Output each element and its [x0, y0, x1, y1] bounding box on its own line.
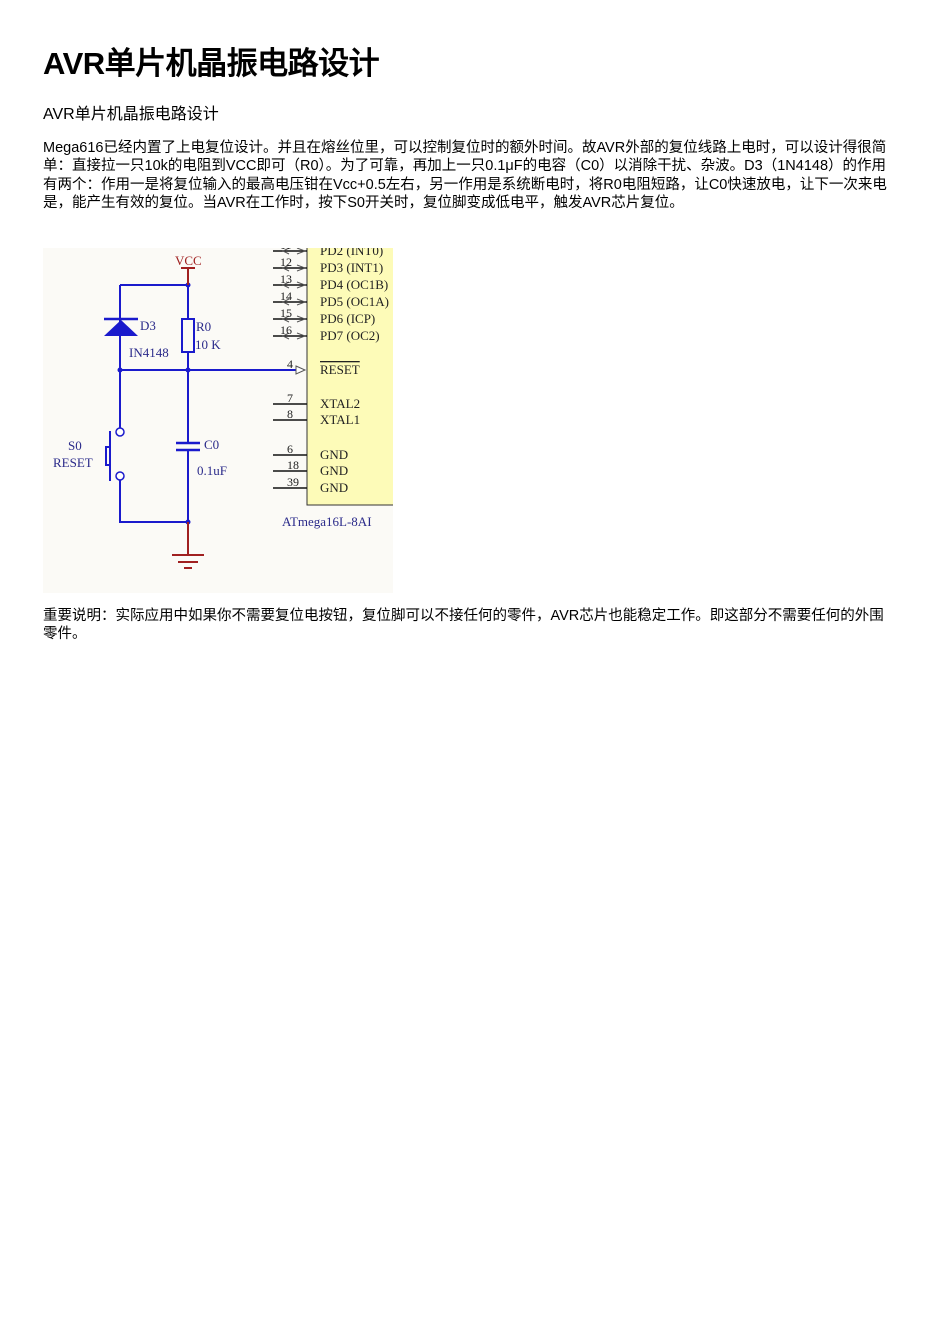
pin-io-arrow	[281, 247, 307, 255]
pin-name: GND	[320, 463, 348, 478]
switch-contact	[115, 471, 125, 481]
note-paragraph: 重要说明：实际应用中如果你不需要复位电按钮，复位脚可以不接任何的零件，AVR芯片…	[43, 608, 884, 643]
pin-io-arrow	[281, 332, 307, 340]
resistor-label: R0	[196, 319, 211, 334]
vcc-label: VCC	[175, 253, 202, 268]
pin-io-arrow	[281, 281, 307, 289]
pin-number: 13	[280, 272, 292, 286]
chip-label: ATmega16L-8AI	[282, 514, 372, 529]
pin-name: XTAL1	[320, 412, 360, 427]
diode-symbol	[104, 320, 138, 336]
diode-label: D3	[140, 318, 156, 333]
pin-number: 16	[280, 323, 292, 337]
pin-number: 11	[280, 248, 292, 252]
capacitor-value: 0.1uF	[197, 463, 227, 478]
diode-part: IN4148	[129, 345, 169, 360]
power-symbols	[172, 267, 204, 569]
pin-number: 7	[287, 391, 293, 405]
pin-name: PD6 (ICP)	[320, 311, 375, 326]
pin-number: 18	[287, 458, 299, 472]
chip-body	[306, 239, 398, 506]
pin-name: XTAL2	[320, 396, 360, 411]
pin-name: GND	[320, 480, 348, 495]
pin-name: GND	[320, 447, 348, 462]
pin-name: PD2 (INT0)	[320, 248, 383, 258]
section-subtitle: AVR单片机晶振电路设计	[43, 106, 219, 123]
page-title: AVR单片机晶振电路设计	[43, 46, 380, 81]
pin-io-arrow	[281, 315, 307, 323]
pin-number: 14	[280, 289, 292, 303]
pin-number: 4	[287, 357, 293, 371]
pin-number: 39	[287, 475, 299, 489]
pin-name: RESET	[320, 362, 360, 377]
capacitor-label: C0	[204, 437, 219, 452]
pin-io-arrow	[281, 264, 307, 272]
switch-contact	[115, 427, 125, 437]
pin-number: 12	[280, 255, 292, 269]
pin-number: 15	[280, 306, 292, 320]
pin-io-arrow	[281, 298, 307, 306]
pin-name: PD4 (OC1B)	[320, 277, 388, 292]
description-paragraph: Mega616已经内置了上电复位设计。并且在熔丝位里，可以控制复位时的额外时间。…	[43, 140, 887, 211]
switch-label: S0	[68, 438, 82, 453]
pin-number: 8	[287, 407, 293, 421]
resistor-value: 10 K	[195, 337, 221, 352]
pin-name: PD3 (INT1)	[320, 260, 383, 275]
wires	[105, 284, 300, 523]
pin-number: 6	[287, 442, 293, 456]
pin-name: PD7 (OC2)	[320, 328, 380, 343]
pin-name: PD5 (OC1A)	[320, 294, 389, 309]
switch-function: RESET	[53, 455, 93, 470]
